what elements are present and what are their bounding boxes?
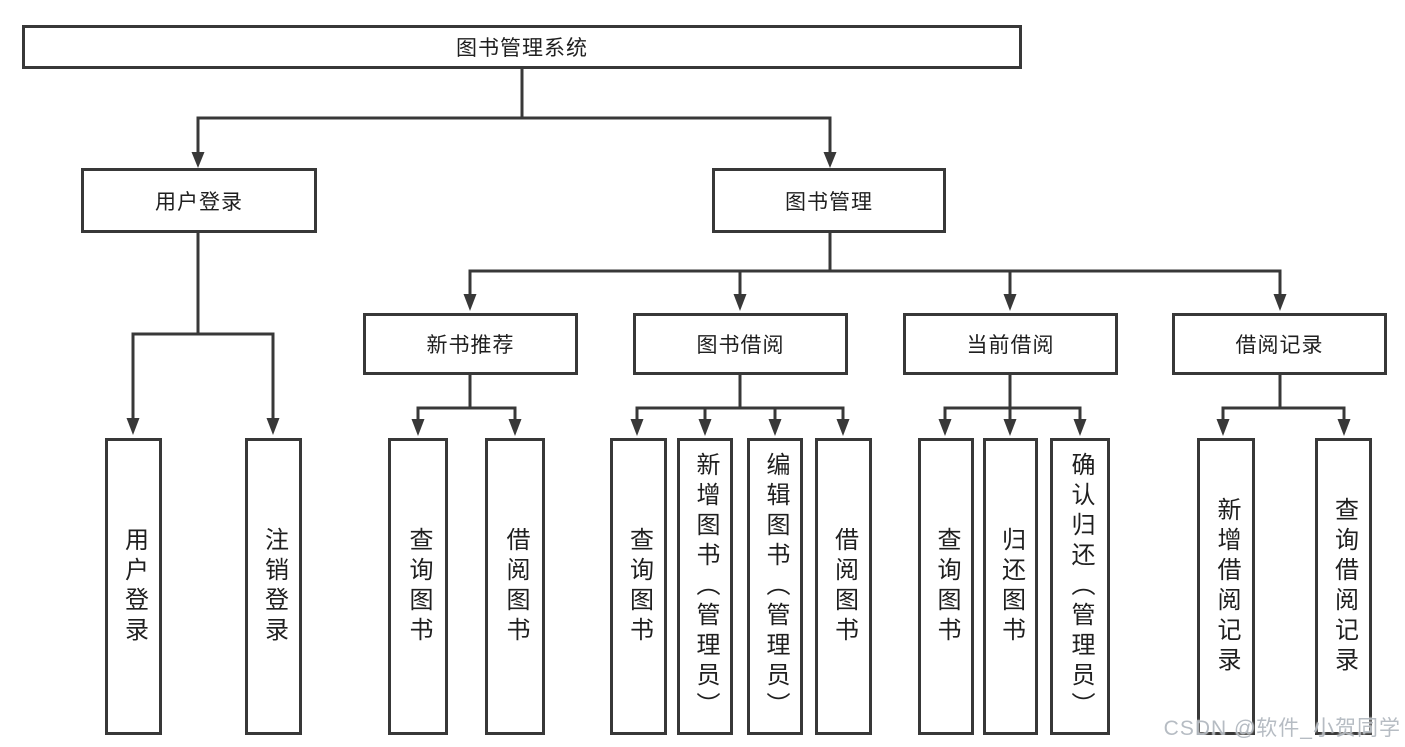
node-user-login: 用户登录 [81,168,317,233]
node-borrow-records: 借阅记录 [1172,313,1387,375]
leaf-add-books-admin-label: 新增图书（管理员） [692,451,719,722]
leaf-query-books-1-label: 查询图书 [405,526,432,647]
leaf-return-books-label: 归还图书 [997,526,1025,647]
leaf-return-books: 归还图书 [983,438,1038,735]
leaf-query-books-2: 查询图书 [610,438,667,735]
arrowhead-icons [126,152,1351,436]
node-book-borrow: 图书借阅 [633,313,848,375]
leaf-edit-books-admin-label: 编辑图书（管理员） [762,451,789,722]
node-book-management: 图书管理 [712,168,946,233]
leaf-logout: 注销登录 [245,438,302,735]
leaf-borrow-books-1: 借阅图书 [485,438,545,735]
node-root-system-label: 图书管理系统 [456,37,588,60]
leaf-borrow-books-2: 借阅图书 [815,438,872,735]
node-new-book-recommend-label: 新书推荐 [426,334,515,357]
leaf-query-borrow-record-label: 查询借阅记录 [1330,496,1358,677]
leaf-add-borrow-record: 新增借阅记录 [1197,438,1255,735]
node-root-system: 图书管理系统 [22,25,1022,69]
leaf-query-borrow-record: 查询借阅记录 [1315,438,1372,735]
leaf-query-books-3-label: 查询图书 [933,526,960,647]
leaf-logout-label: 注销登录 [260,526,288,647]
csdn-watermark: CSDN @软件_小贺同学 [1163,717,1401,740]
node-borrow-records-label: 借阅记录 [1235,334,1324,357]
node-user-login-label: 用户登录 [155,190,243,214]
node-current-borrow-label: 当前借阅 [966,334,1055,357]
leaf-confirm-return-admin-label: 确认归还（管理员） [1067,451,1094,722]
node-new-book-recommend: 新书推荐 [363,313,578,375]
leaf-add-books-admin: 新增图书（管理员） [677,438,733,735]
leaf-confirm-return-admin: 确认归还（管理员） [1050,438,1110,735]
leaf-query-books-2-label: 查询图书 [625,526,653,647]
leaf-add-borrow-record-label: 新增借阅记录 [1213,496,1240,677]
leaf-user-login-label: 用户登录 [120,526,148,647]
node-current-borrow: 当前借阅 [903,313,1118,375]
leaf-edit-books-admin: 编辑图书（管理员） [747,438,803,735]
leaf-borrow-books-1-label: 借阅图书 [502,526,529,647]
node-book-borrow-label: 图书借阅 [696,334,785,357]
leaf-query-books-1: 查询图书 [388,438,448,735]
leaf-borrow-books-2-label: 借阅图书 [830,526,858,647]
leaf-user-login: 用户登录 [105,438,162,735]
leaf-query-books-3: 查询图书 [918,438,974,735]
node-book-management-label: 图书管理 [785,190,873,214]
